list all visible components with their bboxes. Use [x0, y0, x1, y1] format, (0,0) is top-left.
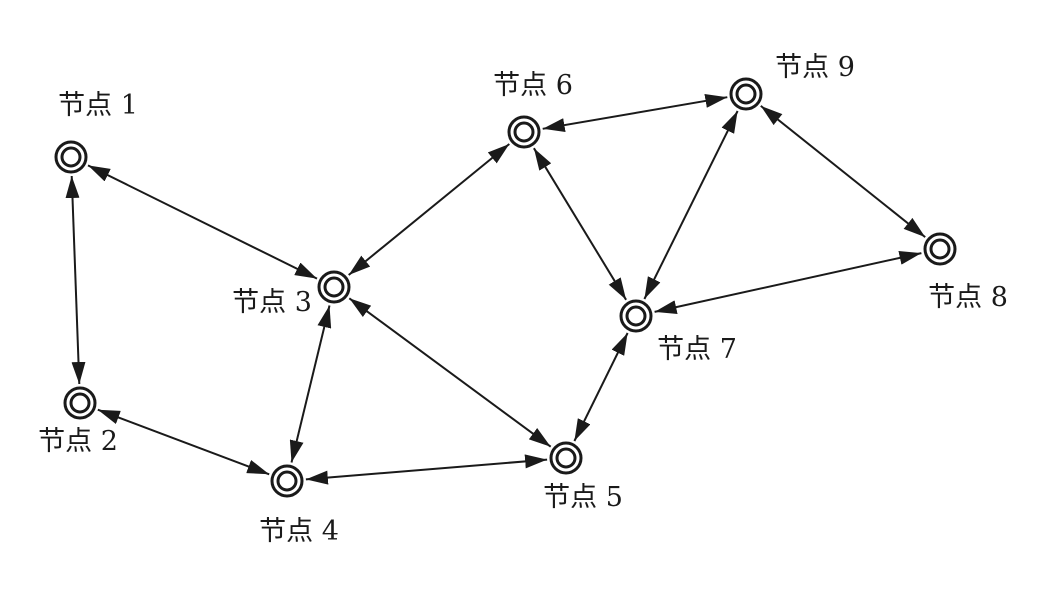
node-8 — [923, 232, 957, 266]
edge-3-4 — [289, 305, 332, 463]
edge-3-5 — [348, 297, 552, 448]
edge-5-7 — [573, 332, 629, 442]
node-2-inner-ring — [69, 392, 91, 414]
node-9-label: 节点 9 — [775, 52, 855, 83]
node-9 — [729, 77, 763, 111]
edge-7-8 — [654, 250, 922, 315]
edge-6-9 — [542, 94, 728, 132]
node-6 — [507, 115, 541, 149]
node-4-inner-ring — [276, 470, 298, 492]
edge-1-3 — [87, 164, 318, 280]
node-2 — [63, 386, 97, 420]
node-1-inner-ring — [60, 146, 82, 168]
node-6-inner-ring — [513, 121, 535, 143]
edge-6-7 — [533, 147, 627, 301]
node-8-inner-ring — [929, 238, 951, 260]
edge-1-2 — [65, 175, 86, 385]
edges-layer — [65, 94, 926, 485]
node-7-label: 节点 7 — [657, 334, 737, 365]
node-1 — [54, 140, 88, 174]
node-7-inner-ring — [625, 305, 647, 327]
edge-2-4 — [97, 408, 270, 476]
node-3-label: 节点 3 — [232, 287, 312, 318]
labels-layer: 节点 1 节点 2 节点 3 节点 4 节点 5 节点 6 节点 7 节点 8 节点 9 — [38, 52, 1008, 547]
edge-4-5 — [305, 454, 548, 485]
node-3-inner-ring — [323, 276, 345, 298]
node-2-label: 节点 2 — [38, 426, 118, 457]
node-6-label: 节点 6 — [493, 70, 573, 101]
node-7 — [619, 299, 653, 333]
edge-3-6 — [348, 143, 510, 276]
node-3 — [317, 270, 351, 304]
node-8-label: 节点 8 — [928, 282, 1008, 313]
node-1-label: 节点 1 — [58, 90, 138, 121]
node-4-label: 节点 4 — [259, 516, 339, 547]
edge-7-9 — [643, 110, 739, 300]
node-5-inner-ring — [555, 447, 577, 469]
node-4 — [270, 464, 304, 498]
node-9-inner-ring — [735, 83, 757, 105]
node-5 — [549, 441, 583, 475]
node-5-label: 节点 5 — [543, 482, 623, 513]
nodes-layer — [54, 77, 957, 498]
edge-9-8 — [760, 105, 926, 238]
